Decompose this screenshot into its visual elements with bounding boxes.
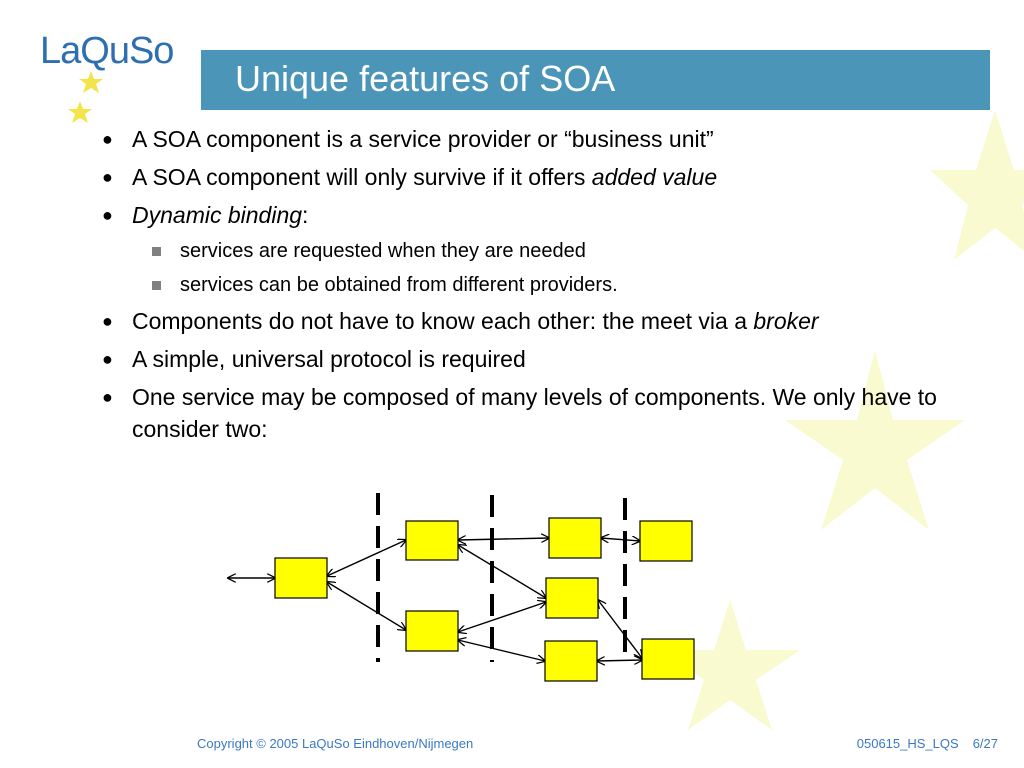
- component-box: [545, 577, 599, 619]
- sub-bullet-square-icon: [152, 247, 161, 256]
- slide-title: Unique features of SOA: [235, 58, 616, 99]
- bullet-text: One service may be composed of many leve…: [132, 384, 937, 442]
- bullet-item: ● Dynamic binding:: [100, 199, 940, 231]
- bullet-item: ● Components do not have to know each oth…: [100, 305, 940, 337]
- connector-arrow: [458, 602, 546, 632]
- component-box: [544, 640, 598, 682]
- connector-arrow: [458, 538, 549, 540]
- bullet-dot-icon: ●: [102, 129, 113, 149]
- bullet-emphasis: Dynamic binding: [132, 202, 303, 228]
- sub-bullet-text: services are requested when they are nee…: [180, 240, 586, 262]
- bullet-emphasis: broker: [753, 308, 819, 334]
- component-box: [639, 520, 693, 562]
- background-star-bottom: [660, 600, 800, 730]
- sub-bullet-text: services can be obtained from different …: [180, 274, 618, 296]
- component-box: [405, 520, 459, 561]
- connector-arrow: [327, 540, 406, 576]
- background-star-right: [930, 110, 1024, 260]
- bullet-item: ● A simple, universal protocol is require…: [100, 343, 940, 375]
- logo-star-icon: [68, 101, 92, 123]
- connector-arrow: [601, 538, 640, 541]
- component-box: [641, 638, 695, 680]
- logo-star-icon: [79, 71, 103, 93]
- bullet-dot-icon: ●: [102, 349, 113, 369]
- connector-arrow: [458, 640, 545, 661]
- bullet-item: ● One service may be composed of many lev…: [100, 381, 940, 445]
- component-box: [405, 610, 459, 652]
- bullet-dot-icon: ●: [102, 167, 113, 187]
- connector-arrow: [458, 545, 546, 598]
- connector-arrow: [598, 600, 642, 658]
- bullet-item: ● A SOA component is a service provider o…: [100, 123, 940, 155]
- footer-doc-id: 050615_HS_LQS: [856, 736, 959, 751]
- bullet-text: A SOA component will only survive if it …: [132, 164, 592, 190]
- sub-bullet-item: services are requested when they are nee…: [100, 237, 940, 265]
- bullet-dot-icon: ●: [102, 387, 113, 407]
- background-star-middle: [785, 350, 965, 530]
- bullet-emphasis: added value: [591, 164, 718, 190]
- laquso-logo: LaQuSo: [40, 30, 190, 130]
- footer-info: 050615_HS_LQS 6/27: [843, 736, 998, 751]
- title-bar: Unique features of SOA: [201, 50, 990, 110]
- bullet-text: Components do not have to know each othe…: [132, 308, 754, 334]
- logo-text: LaQuSo: [40, 30, 174, 72]
- component-box: [548, 517, 602, 559]
- sub-bullet-square-icon: [152, 281, 161, 290]
- bullet-text: :: [302, 202, 309, 228]
- connector-arrow: [597, 660, 642, 661]
- connector-arrow: [327, 582, 406, 630]
- bullet-dot-icon: ●: [102, 311, 113, 331]
- bullet-text: A simple, universal protocol is required: [132, 346, 526, 372]
- page-number: 6/27: [972, 736, 998, 751]
- footer-copyright: Copyright © 2005 LaQuSo Eindhoven/Nijmeg…: [197, 736, 474, 751]
- component-box: [274, 557, 328, 599]
- bullet-dot-icon: ●: [102, 205, 113, 225]
- sub-bullet-item: services can be obtained from different …: [100, 271, 940, 299]
- bullet-list: ● A SOA component is a service provider o…: [100, 123, 940, 451]
- bullet-text: A SOA component is a service provider or…: [132, 126, 714, 152]
- bullet-item: ● A SOA component will only survive if it…: [100, 161, 940, 193]
